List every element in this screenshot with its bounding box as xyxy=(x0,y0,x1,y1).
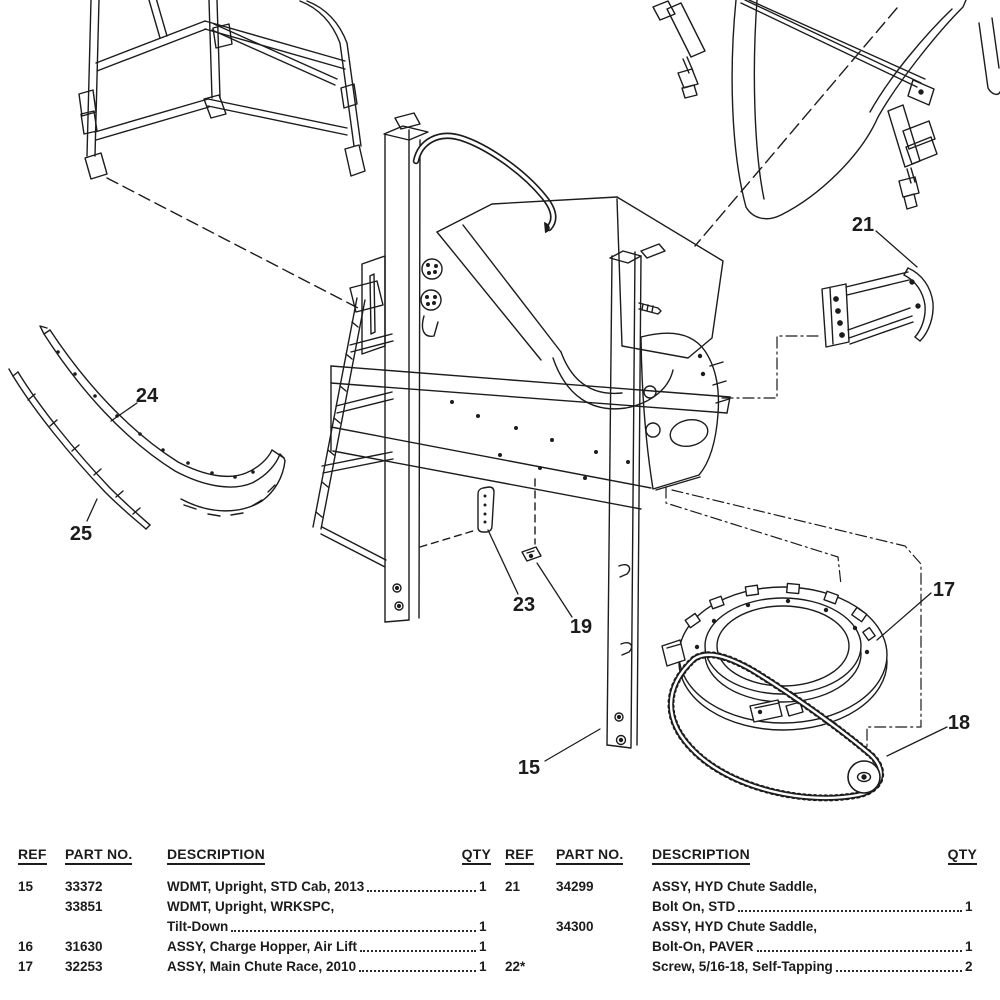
hopper-shell xyxy=(731,0,967,220)
curved-side-plate xyxy=(640,332,730,491)
qty-cell: 1 xyxy=(965,939,973,954)
callout-18: 18 xyxy=(948,712,970,734)
header-qty: QTY xyxy=(461,846,491,865)
description-cell: Screw, 5/16-18, Self-Tapping xyxy=(652,959,833,974)
header-description: DESCRIPTION xyxy=(652,846,750,865)
part-no-cell: 33851 xyxy=(65,899,103,914)
qty-cell: 1 xyxy=(479,879,487,894)
dot-leader xyxy=(367,890,476,892)
slotted-bracket-part-23 xyxy=(477,486,495,533)
callout-23: 23 xyxy=(513,594,535,616)
dot-leader xyxy=(359,970,476,972)
main-upright-assembly-drawing xyxy=(312,112,731,749)
part-no-cell: 32253 xyxy=(65,959,103,974)
dot-leader xyxy=(231,930,476,932)
callout-labels: 15 17 18 19 21 23 24 25 xyxy=(70,214,970,779)
qty-cell: 1 xyxy=(479,919,487,934)
part-no-cell: 33372 xyxy=(65,879,103,894)
table-row: Tilt-Down 1 xyxy=(18,917,491,937)
curved-wear-strip-25 xyxy=(8,368,151,530)
clip-part-19 xyxy=(521,546,542,562)
callout-25: 25 xyxy=(70,523,92,545)
dot-leader xyxy=(756,950,962,952)
qty-cell: 1 xyxy=(479,939,487,954)
dot-leader xyxy=(738,910,962,912)
header-part-no: PART NO. xyxy=(556,846,624,865)
table-header: REF PART NO. DESCRIPTION QTY xyxy=(18,846,491,865)
parts-table-right: REF PART NO. DESCRIPTION QTY 21 34299 AS… xyxy=(505,846,977,977)
chute-saddle-bracket-drawing xyxy=(821,267,934,348)
callout-15: 15 xyxy=(518,757,540,779)
callout-leader-lines xyxy=(86,7,948,762)
front-left-upright-post xyxy=(361,112,443,623)
chute-drive-chain-drawing xyxy=(667,651,885,802)
table-row: 33851 WDMT, Upright, WRKSPC, xyxy=(18,897,491,917)
table-row: 21 34299 ASSY, HYD Chute Saddle, xyxy=(505,877,977,897)
part-no-cell: 31630 xyxy=(65,939,103,954)
part-no-cell: 34300 xyxy=(556,919,594,934)
hydraulic-cylinder-right xyxy=(887,104,921,168)
table-row: 17 32253 ASSY, Main Chute Race, 2010 1 xyxy=(18,957,491,977)
callout-17: 17 xyxy=(933,579,955,601)
ref-cell: 21 xyxy=(505,879,521,894)
table-row: 16 31630 ASSY, Charge Hopper, Air Lift 1 xyxy=(18,937,491,957)
dot-leader xyxy=(835,970,962,972)
qty-cell: 1 xyxy=(479,959,487,974)
rear-right-upright-post xyxy=(606,243,666,749)
description-cell: ASSY, Charge Hopper, Air Lift xyxy=(167,939,358,954)
ref-cell: 17 xyxy=(18,959,34,974)
charge-hopper-drawing xyxy=(652,0,1000,220)
table-row: Bolt On, STD 1 xyxy=(505,897,977,917)
callout-24: 24 xyxy=(136,385,159,407)
description-cell: ASSY, Main Chute Race, 2010 xyxy=(167,959,357,974)
description-cell: Tilt-Down xyxy=(167,919,229,934)
callout-21: 21 xyxy=(852,214,874,236)
ref-cell: 16 xyxy=(18,939,34,954)
description-cell: Bolt-On, PAVER xyxy=(652,939,754,954)
parts-table-left: REF PART NO. DESCRIPTION QTY 15 33372 WD… xyxy=(18,846,491,977)
description-cell: Bolt On, STD xyxy=(652,899,736,914)
tilt-down-upright-frame-drawing xyxy=(78,0,366,180)
dot-leader xyxy=(360,950,476,952)
platform-frame-rails xyxy=(330,365,731,510)
callout-19: 19 xyxy=(570,616,592,638)
chute-race-ring-drawing xyxy=(661,582,888,731)
hydraulic-cylinder-left xyxy=(666,2,706,58)
parts-tables: REF PART NO. DESCRIPTION QTY 15 33372 WD… xyxy=(0,846,1000,1000)
description-cell: ASSY, HYD Chute Saddle, xyxy=(652,879,818,894)
description-cell: WDMT, Upright, WRKSPC, xyxy=(167,899,335,914)
handrail xyxy=(412,132,557,233)
header-part-no: PART NO. xyxy=(65,846,133,865)
table-row: Bolt-On, PAVER 1 xyxy=(505,937,977,957)
exploded-parts-diagram: 15 17 18 19 21 23 24 25 xyxy=(8,0,1000,802)
table-row: 15 33372 WDMT, Upright, STD Cab, 2013 1 xyxy=(18,877,491,897)
header-ref: REF xyxy=(505,846,534,865)
table-row: 34300 ASSY, HYD Chute Saddle, xyxy=(505,917,977,937)
header-qty: QTY xyxy=(947,846,977,865)
table-row: 22* Screw, 5/16-18, Self-Tapping 2 xyxy=(505,957,977,977)
ref-cell: 15 xyxy=(18,879,34,894)
qty-cell: 2 xyxy=(965,959,973,974)
description-cell: WDMT, Upright, STD Cab, 2013 xyxy=(167,879,365,894)
header-ref: REF xyxy=(18,846,47,865)
table-header: REF PART NO. DESCRIPTION QTY xyxy=(505,846,977,865)
ladder xyxy=(312,280,394,568)
curved-wear-strip-24 xyxy=(39,325,286,517)
qty-cell: 1 xyxy=(965,899,973,914)
part-no-cell: 34299 xyxy=(556,879,594,894)
description-cell: ASSY, HYD Chute Saddle, xyxy=(652,919,818,934)
ref-cell: 22* xyxy=(505,959,526,974)
header-description: DESCRIPTION xyxy=(167,846,265,865)
